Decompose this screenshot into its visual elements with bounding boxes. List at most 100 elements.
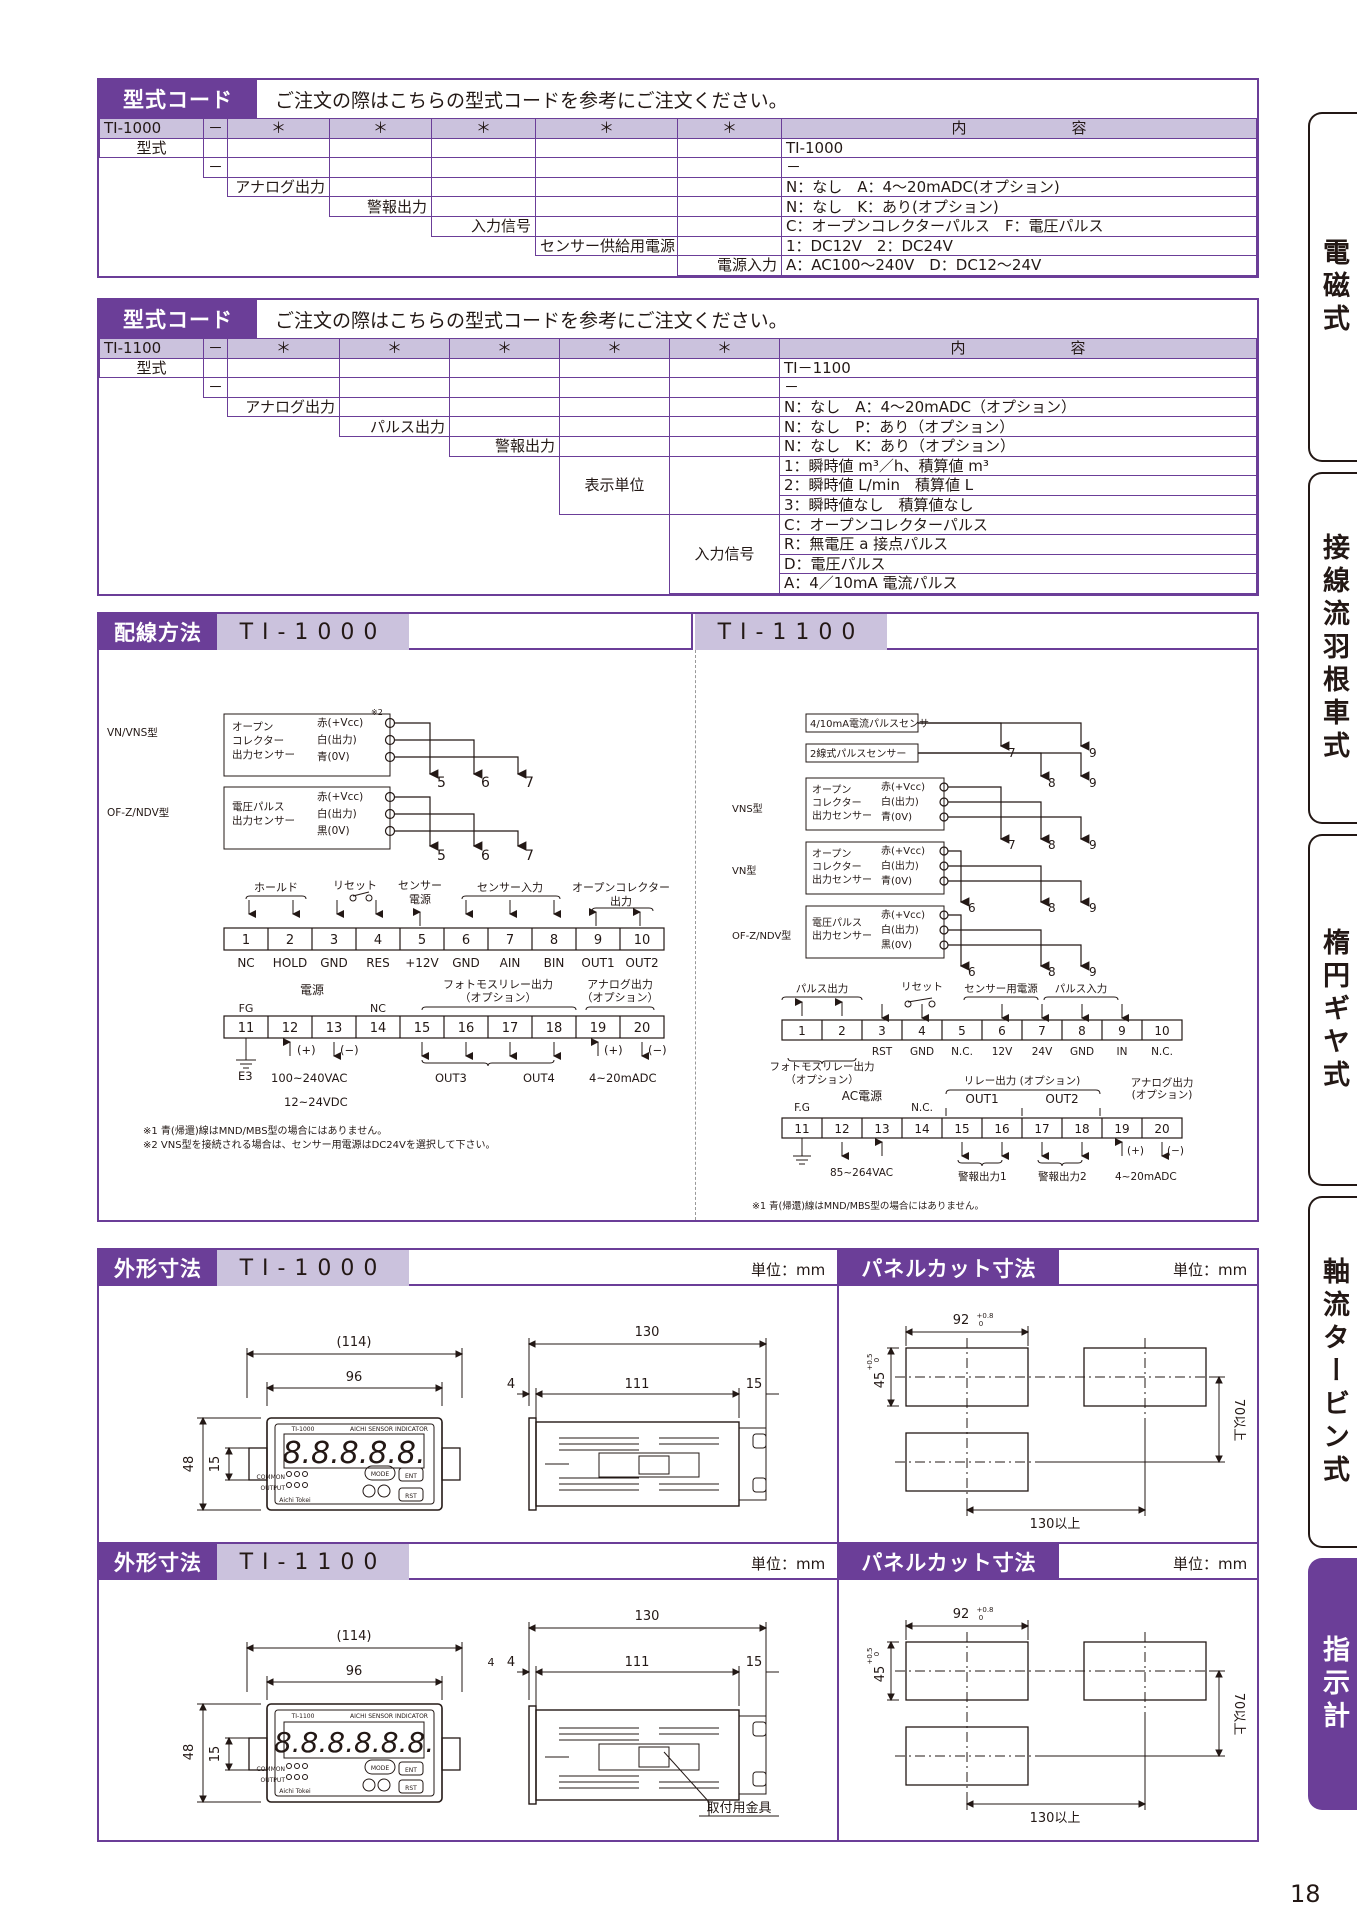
svg-text:※2 VNS型を接続される場合は、センサー用電源はDC24V: ※2 VNS型を接続される場合は、センサー用電源はDC24Vを選択して下さい。 [143,1138,496,1151]
svg-text:COMMON: COMMON [257,1766,285,1773]
svg-text:赤(+Vcc): 赤(+Vcc) [881,781,925,793]
svg-text:15: 15 [208,1746,223,1763]
svg-text:OF-Z/NDV型: OF-Z/NDV型 [107,806,169,819]
svg-text:白(出力): 白(出力) [881,795,919,808]
svg-text:45: 45 [873,1372,888,1389]
svg-text:48: 48 [182,1744,197,1761]
svg-text:TI-1000: TI-1000 [291,1426,315,1433]
svg-text:18: 18 [1074,1122,1089,1136]
svg-text:96: 96 [346,1664,363,1679]
svg-text:11: 11 [794,1122,809,1136]
table-row: アナログ出力 N：なし A：4～20mADC(オプション) [100,176,1257,198]
svg-text:AIN: AIN [500,956,521,970]
table-row: 型式 TI-1000 [99,137,1257,159]
svg-text:0: 0 [873,1652,881,1656]
svg-text:アナログ出力: アナログ出力 [587,977,653,991]
svg-text:2: 2 [286,933,294,948]
side-tab-indicator[interactable]: 指示計 [1308,1558,1357,1810]
dims-ti1100-section: 外形寸法 TI-1100 単位：mm [97,1544,839,1842]
svg-text:MODE: MODE [371,1471,390,1478]
svg-text:赤(+Vcc): 赤(+Vcc) [317,717,363,729]
table-row: パルス出力 N：なし P：あり（オプション） [100,416,1257,437]
svg-text:7: 7 [1008,746,1016,760]
svg-text:黒(0V): 黒(0V) [881,939,912,951]
svg-text:13: 13 [874,1122,889,1136]
svg-text:RST: RST [405,1493,417,1500]
svg-text:(114): (114) [337,1335,372,1350]
svg-text:オープン: オープン [812,848,851,860]
svg-text:4/10mA電流パルスセンサー: 4/10mA電流パルスセンサー [810,717,939,730]
svg-text:赤(+Vcc): 赤(+Vcc) [881,909,925,921]
svg-text:OUT1: OUT1 [965,1092,998,1106]
model-code-ti1100: 型式コード ご注文の際はこちらの型式コードを参考にご注文ください。 TI-110… [97,298,1259,596]
svg-text:1: 1 [242,933,250,948]
svg-text:12: 12 [282,1021,299,1036]
svg-text:9: 9 [1089,965,1097,979]
svg-text:青(0V): 青(0V) [317,750,350,763]
svg-text:F.G: F.G [794,1102,810,1114]
svg-text:※1 青(帰還)線はMND/MBS型の場合にはありません。: ※1 青(帰還)線はMND/MBS型の場合にはありません。 [752,1200,984,1212]
svg-text:4: 4 [507,1377,515,1392]
svg-text:130以上: 130以上 [1030,1517,1081,1532]
svg-text:コレクター: コレクター [812,861,862,873]
svg-text:15: 15 [746,1655,763,1670]
svg-text:MODE: MODE [371,1765,390,1772]
svg-text:コレクター: コレクター [232,735,284,747]
svg-text:15: 15 [746,1377,763,1392]
svg-text:警報出力1: 警報出力1 [958,1170,1007,1183]
svg-text:5: 5 [437,775,446,791]
dims-model: TI-1000 [217,1250,409,1286]
side-tab-electromagnetic[interactable]: 電磁式 [1308,112,1357,462]
svg-text:45: 45 [873,1666,888,1683]
svg-text:VN/VNS型: VN/VNS型 [107,726,158,739]
svg-text:アナログ出力: アナログ出力 [1131,1076,1194,1089]
dims-unit: 単位：mm [751,1261,826,1279]
panel-unit: 単位：mm [1173,1261,1248,1279]
svg-text:（オプション）: （オプション） [460,991,537,1004]
svg-text:コレクター: コレクター [812,797,862,809]
svg-text:フォトモスリレー出力: フォトモスリレー出力 [443,977,553,991]
svg-text:7: 7 [525,775,534,791]
svg-text:92: 92 [953,1607,970,1622]
svg-text:+0.5: +0.5 [866,1354,874,1371]
svg-text:9: 9 [1089,746,1097,760]
svg-text:130: 130 [635,1609,660,1624]
svg-text:0: 0 [979,1320,983,1328]
svg-text:7: 7 [506,933,514,948]
svg-text:4: 4 [374,933,382,948]
svg-text:※2: ※2 [371,708,383,717]
table-row: 電源入力 A：AC100～240V D：DC12～24V [100,255,1257,276]
wiring-model-left: TI-1000 [217,614,409,650]
svg-text:白(出力): 白(出力) [881,923,919,936]
svg-text:19: 19 [1114,1122,1129,1136]
svg-text:2: 2 [838,1024,846,1038]
dims-ti1000-section: 外形寸法 TI-1000 単位：mm [97,1248,839,1544]
model-code-table: TI-1100 － ＊ ＊ ＊ ＊ ＊ 内 容 型式 TI－1100 － － ア… [99,338,1257,594]
svg-text:9: 9 [1089,776,1097,790]
svg-text:(オプション): (オプション) [1132,1089,1193,1101]
svg-text:ENT: ENT [405,1767,417,1774]
svg-text:(−): (−) [1167,1145,1184,1157]
table-row: アナログ出力 N：なし A：4～20mADC（オプション） [100,396,1257,418]
svg-text:出力センサー: 出力センサー [812,873,872,886]
side-tab-tangential-impeller[interactable]: 接線流羽根車式 [1308,472,1357,824]
svg-text:出力センサー: 出力センサー [232,814,295,827]
svg-text:FG: FG [239,1002,254,1015]
side-tab-oval-gear[interactable]: 楕円ギヤ式 [1308,834,1357,1186]
svg-text:9: 9 [594,933,602,948]
svg-text:(+): (+) [604,1043,623,1057]
svg-text:111: 111 [625,1655,650,1670]
panel-ti1100-section: パネルカット寸法 単位：mm 92 +0.8 0 4 [839,1544,1259,1842]
svg-text:0: 0 [979,1614,983,1622]
model-code-ti1000: 型式コード ご注文の際はこちらの型式コードを参考にご注文ください。 TI-100… [97,78,1259,278]
svg-text:N.C.: N.C. [1151,1046,1173,1058]
svg-text:(114): (114) [337,1629,372,1644]
svg-text:8.8.8.8.8.: 8.8.8.8.8. [282,1436,425,1471]
svg-text:OUT3: OUT3 [435,1071,467,1085]
svg-text:15: 15 [954,1122,969,1136]
svg-text:リレー出力 (オプション): リレー出力 (オプション) [964,1074,1081,1087]
side-tab-axial-turbine[interactable]: 軸流タービン式 [1308,1196,1357,1548]
svg-text:7: 7 [525,848,534,864]
svg-text:20: 20 [1154,1122,1169,1136]
svg-text:16: 16 [458,1021,475,1036]
